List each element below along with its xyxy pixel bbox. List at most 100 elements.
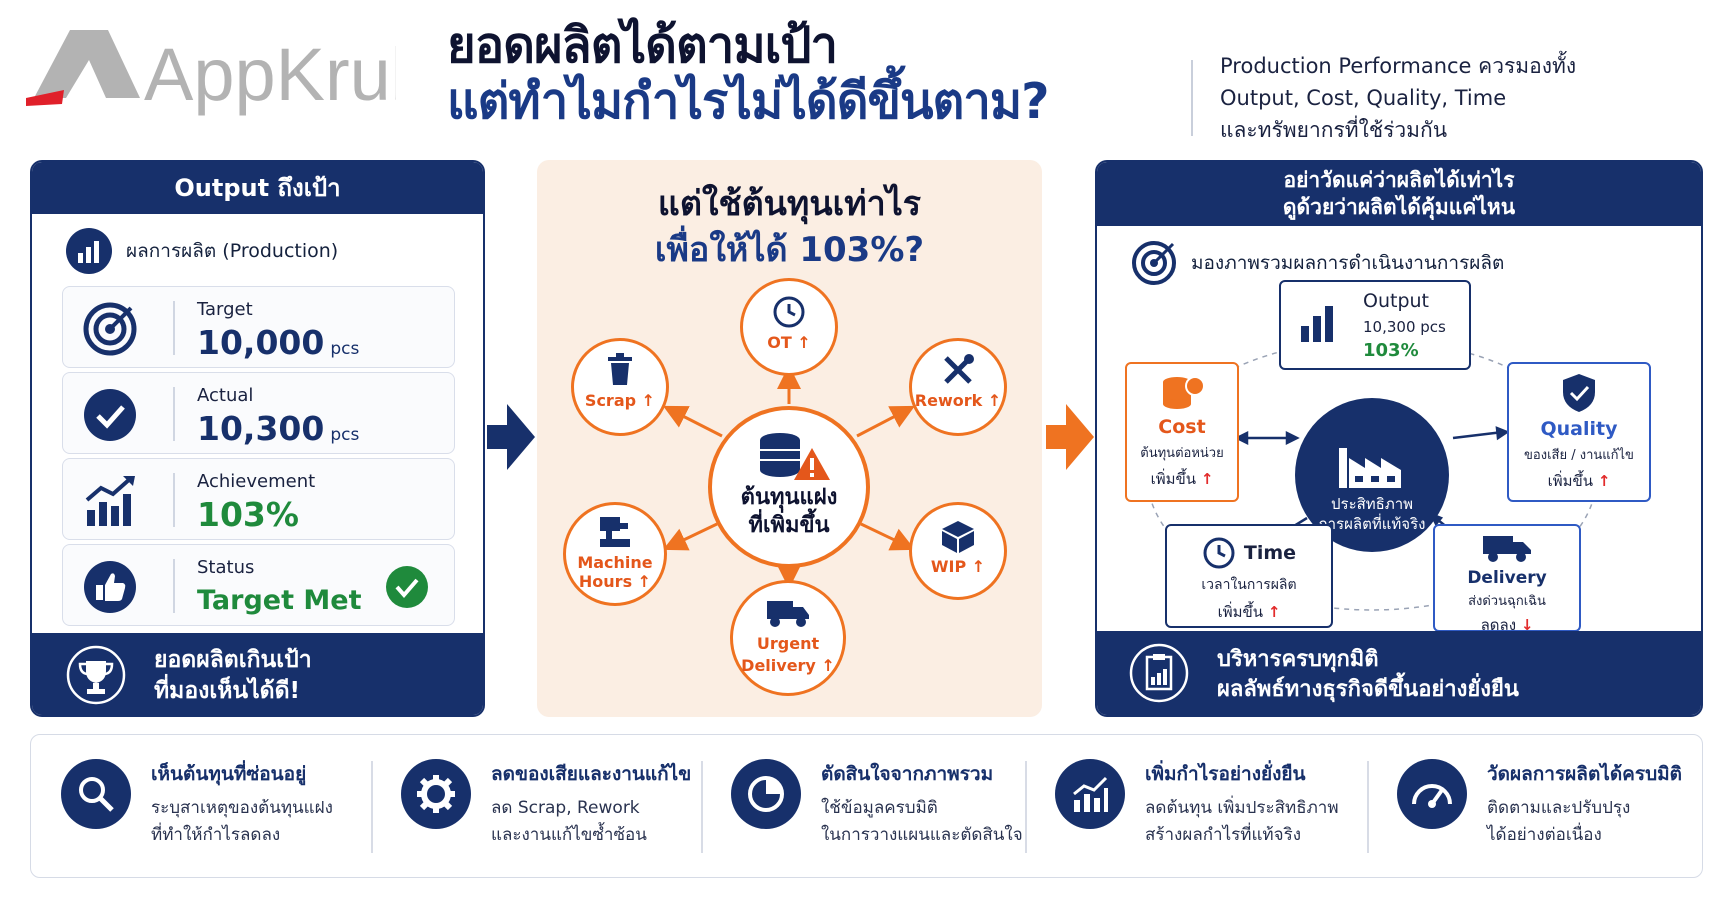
achievement-card: Achievement 103% xyxy=(62,458,455,540)
benefit-desc-2: สร้างผลกำไรที่แท้จริง xyxy=(1145,825,1302,845)
benefit-desc-1: ระบุสาเหตุของต้นทุนแฝง xyxy=(151,798,333,818)
factory-icon xyxy=(1339,448,1401,488)
clock-icon xyxy=(1203,537,1235,569)
benefit-item: วัดผลการผลิตได้ครบมิติ ติดตามและปรับปรุง… xyxy=(1367,735,1703,879)
footer-line-2: ที่มองเห็นได้ดี! xyxy=(154,678,301,704)
card-label: Status xyxy=(197,557,255,578)
bar-chart-icon xyxy=(1301,306,1333,342)
core-line-2: การผลิตที่แท้จริง xyxy=(1318,515,1426,533)
footer-line-1: ยอดผลิตเกินเป้า xyxy=(154,647,312,673)
logo-text: AppKrub xyxy=(144,33,396,116)
overview-footer-text: บริหารครบทุกมิติ ผลลัพธ์ทางธุรกิจดีขึ้นอ… xyxy=(1217,645,1519,705)
urgent-label-2: Delivery xyxy=(741,656,816,675)
page-title: ยอดผลิตได้ตามเป้า แต่ทำไมกำไรไม่ได้ดีขึ้… xyxy=(447,17,1050,130)
quality-desc: ของเสีย / งานแก้ไข xyxy=(1524,448,1634,463)
quality-box: Quality ของเสีย / งานแก้ไข เพิ่มขึ้น ↑ xyxy=(1507,362,1651,502)
wip-label: WIP xyxy=(930,557,967,576)
up-arrow-icon: ↑ xyxy=(1267,603,1281,621)
core-line-1: ประสิทธิภาพ xyxy=(1330,495,1414,513)
divider xyxy=(1367,761,1369,853)
machine-label-1: Machine xyxy=(577,553,653,572)
appkrub-logo: AppKrub xyxy=(26,28,432,124)
divider xyxy=(1025,761,1027,853)
card-label: Achievement xyxy=(197,471,316,492)
overview-panel-footer: บริหารครบทุกมิติ ผลลัพธ์ทางธุรกิจดีขึ้นอ… xyxy=(1097,631,1701,715)
status-value: Target Met xyxy=(197,585,362,616)
machine-hours-node: Machine Hours ↑ xyxy=(563,502,667,606)
card-separator xyxy=(173,387,175,441)
title-line-1: ยอดผลิตได้ตามเป้า xyxy=(447,17,838,74)
benefit-desc-1: ใช้ข้อมูลครบมิติ xyxy=(821,798,938,818)
overview-row: มองภาพรวมผลการดำเนินงานการผลิต xyxy=(1131,240,1504,286)
overview-header-line-2: ดูด้วยว่าผลิตได้คุ้มแค่ไหน xyxy=(1282,195,1516,219)
benefit-desc-1: ลดต้นทุน เพิ่มประสิทธิภาพ xyxy=(1145,798,1339,818)
orange-arrow-icon xyxy=(1046,404,1094,474)
pie-chart-icon xyxy=(731,759,801,829)
trash-icon xyxy=(608,353,632,385)
connector-arrows xyxy=(662,365,916,589)
up-arrow-icon: ↑ xyxy=(637,572,652,591)
hidden-cost-center: ต้นทุนแฝง ที่เพิ่มขึ้น xyxy=(708,406,870,568)
cost-title-line-2: เพื่อให้ได้ 103%? xyxy=(654,230,925,270)
up-arrow-icon: ↑ xyxy=(1597,472,1611,490)
quality-title: Quality xyxy=(1540,418,1618,440)
card-label: Actual xyxy=(197,385,254,406)
output-panel: Output ถึงเป้า ผลการผลิต (Production) Ta… xyxy=(30,160,485,717)
benefit-title: วัดผลการผลิตได้ครบมิติ xyxy=(1487,763,1683,785)
growth-chart-icon xyxy=(1055,759,1125,829)
delivery-trend: ลดลง xyxy=(1480,616,1517,634)
ot-label: OT xyxy=(767,333,792,352)
footer-line-2: ผลลัพธ์ทางธุรกิจดีขึ้นอย่างยั่งยืน xyxy=(1217,677,1519,702)
cost-trend: เพิ่มขึ้น xyxy=(1150,470,1197,488)
time-desc: เวลาในการผลิต xyxy=(1201,577,1297,593)
benefit-desc: ใช้ข้อมูลครบมิติในการวางแผนและตัดสินใจ xyxy=(821,795,1023,849)
up-arrow-icon: ↑ xyxy=(971,557,986,576)
target-icon xyxy=(1132,241,1176,285)
card-separator xyxy=(173,559,175,613)
output-value: 10,300 pcs xyxy=(1363,318,1446,336)
benefit-desc-1: ติดตามและปรับปรุง xyxy=(1487,798,1631,818)
clock-icon xyxy=(773,296,805,328)
benefit-desc-1: ลด Scrap, Rework xyxy=(491,798,640,818)
up-arrow-icon: ↑ xyxy=(987,391,1002,410)
rework-node: Rework ↑ xyxy=(909,338,1007,436)
gauge-icon xyxy=(1397,759,1467,829)
up-arrow-icon: ↑ xyxy=(797,333,811,352)
output-percent: 103% xyxy=(1363,340,1419,361)
subtitle: Production Performance ควรมองทั้ง Output… xyxy=(1220,50,1576,146)
overview-panel: อย่าวัดแค่ว่าผลิตได้เท่าไร ดูด้วยว่าผลิต… xyxy=(1095,160,1703,717)
target-unit: pcs xyxy=(330,339,360,359)
output-panel-footer: ยอดผลิตเกินเป้า ที่มองเห็นได้ดี! xyxy=(32,633,483,715)
card-label: Target xyxy=(197,299,253,320)
up-arrow-icon: ↑ xyxy=(641,391,656,410)
production-label: ผลการผลิต (Production) xyxy=(126,240,339,262)
up-arrow-icon: ↑ xyxy=(1200,470,1214,488)
benefit-title: ลดของเสียและงานแก้ไข xyxy=(491,763,692,785)
bar-chart-icon xyxy=(66,228,112,274)
center-line-2: ที่เพิ่มขึ้น xyxy=(748,513,830,538)
card-separator xyxy=(173,301,175,355)
cost-title-line-1: แต่ใช้ต้นทุนเท่าไร xyxy=(657,184,922,224)
shield-check-icon xyxy=(1563,374,1595,412)
benefit-desc: ลด Scrap, Rework และงานแก้ไขซ้ำซ้อน xyxy=(491,795,647,849)
benefit-desc-2: และงานแก้ไขซ้ำซ้อน xyxy=(491,825,647,845)
trophy-icon xyxy=(66,645,126,709)
achievement-value: 103% xyxy=(197,495,299,534)
cost-box: Cost ต้นทุนต่อหน่วย เพิ่มขึ้น ↑ xyxy=(1125,362,1239,502)
actual-value: 10,300 xyxy=(197,409,325,448)
up-arrow-icon: ↑ xyxy=(821,656,835,675)
clipboard-chart-icon xyxy=(1129,643,1189,707)
coins-icon xyxy=(1163,376,1205,409)
divider xyxy=(371,761,373,853)
benefit-desc: ลดต้นทุน เพิ่มประสิทธิภาพสร้างผลกำไรที่แ… xyxy=(1145,795,1339,849)
growth-chart-icon xyxy=(83,474,137,528)
hidden-cost-panel: แต่ใช้ต้นทุนเท่าไร เพื่อให้ได้ 103%? OT … xyxy=(537,160,1042,717)
divider xyxy=(701,761,703,853)
green-check-icon xyxy=(385,565,429,613)
wip-node: WIP ↑ xyxy=(909,502,1007,600)
box-icon xyxy=(942,521,974,553)
output-footer-text: ยอดผลิตเกินเป้า ที่มองเห็นได้ดี! xyxy=(154,645,312,707)
subtitle-line-1: Production Performance ควรมองทั้ง xyxy=(1220,54,1577,78)
